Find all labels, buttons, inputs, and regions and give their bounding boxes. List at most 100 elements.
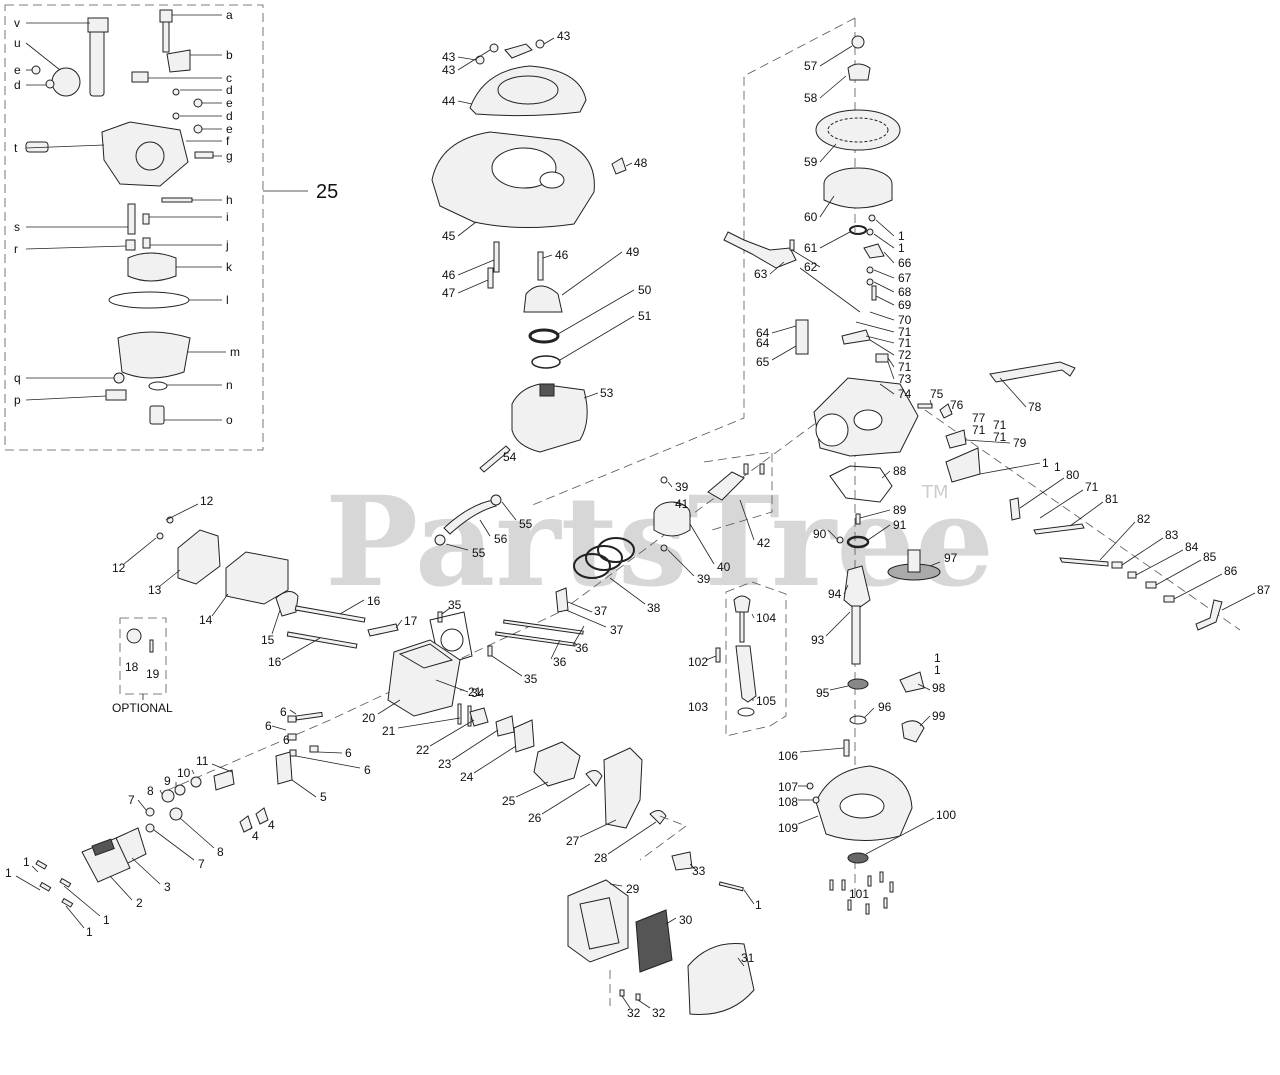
callout-label: e — [14, 63, 21, 77]
carburetor-kit-leaders — [25, 14, 226, 421]
callout-label: 17 — [404, 614, 418, 628]
callout-label: 40 — [717, 560, 731, 574]
callout-label: 19 — [146, 667, 160, 681]
callout-label: l — [226, 293, 229, 307]
crankshaft-group — [806, 465, 941, 915]
callout-label: 66 — [898, 256, 912, 270]
callout-label: 54 — [503, 450, 517, 464]
callout-label: 55 — [472, 546, 486, 560]
assembly-label-25: 25 — [316, 181, 338, 203]
watermark-text: PartsTree — [325, 470, 994, 615]
callout-label: 4 — [252, 829, 259, 843]
callout-label: 47 — [442, 286, 456, 300]
callout-label: i — [226, 210, 229, 224]
callout-label: 6 — [265, 719, 272, 733]
carburetor-kit-parts — [25, 9, 214, 425]
callout-label: 8 — [217, 845, 224, 859]
callout-label: 1 — [5, 866, 12, 880]
callout-label: 43 — [442, 63, 456, 77]
callout-label: 46 — [442, 268, 456, 282]
callout-label: e — [226, 96, 233, 110]
callout-label: 108 — [778, 795, 798, 809]
callout-label: u — [14, 36, 21, 50]
callout-label: 82 — [1137, 512, 1151, 526]
callout-label: 42 — [757, 536, 771, 550]
callout-label: 1 — [23, 855, 30, 869]
callout-label: 14 — [199, 613, 213, 627]
callout-label: 24 — [460, 770, 474, 784]
callout-label: 64 — [756, 326, 770, 340]
callout-label: 83 — [1165, 528, 1179, 542]
callout-label: 57 — [804, 59, 818, 73]
callout-label: 16 — [268, 655, 282, 669]
callout-label: 1 — [1054, 460, 1061, 474]
callout-label: 15 — [261, 633, 275, 647]
callout-label: o — [226, 413, 233, 427]
callout-label: 6 — [364, 763, 371, 777]
callout-label: 75 — [930, 387, 944, 401]
optional-spark-arrestor: OPTIONAL — [112, 617, 173, 715]
callout-label: 1 — [103, 913, 110, 927]
dipstick-group — [705, 581, 787, 737]
callout-label: 37 — [594, 604, 608, 618]
callout-label: 71 — [993, 430, 1007, 444]
callout-label: 107 — [778, 780, 798, 794]
callout-label: p — [14, 393, 21, 407]
callout-label: 91 — [893, 518, 907, 532]
callout-label: 48 — [634, 156, 648, 170]
callout-label: 77 — [972, 411, 986, 425]
callout-label: 2 — [136, 896, 143, 910]
callout-label: 102 — [688, 655, 708, 669]
callout-label: 104 — [756, 611, 776, 625]
callout-label: 34 — [471, 686, 485, 700]
callout-label: 38 — [647, 601, 661, 615]
callout-label: 1 — [755, 898, 762, 912]
callout-label: 33 — [692, 864, 706, 878]
callout-label: 51 — [638, 309, 652, 323]
part-number-labels: abcdedefghijklmnovuedtsrqp43434344454846… — [5, 8, 1271, 1020]
callout-label: 59 — [804, 155, 818, 169]
callout-label: 12 — [112, 561, 126, 575]
blower-housing-group — [431, 39, 627, 473]
callout-label: 85 — [1203, 550, 1217, 564]
callout-label: d — [14, 78, 21, 92]
callout-label: 16 — [367, 594, 381, 608]
assembly-axis-lines — [167, 17, 1241, 900]
callout-label: e — [226, 122, 233, 136]
callout-label: 58 — [804, 91, 818, 105]
callout-label: 7 — [198, 857, 205, 871]
callout-label: q — [14, 371, 21, 385]
valve-train-group — [15, 709, 361, 929]
callout-label: 64 — [756, 336, 770, 350]
callout-label: 60 — [804, 210, 818, 224]
callout-label: 37 — [610, 623, 624, 637]
air-filter-group — [567, 851, 755, 1015]
callout-label: 39 — [697, 572, 711, 586]
callout-label: c — [226, 71, 232, 85]
callout-label: 31 — [741, 951, 755, 965]
callout-label: 11 — [196, 754, 209, 768]
piston-group — [573, 451, 773, 605]
callout-label: m — [230, 345, 240, 359]
callout-label: 23 — [438, 757, 452, 771]
callout-label: 43 — [557, 29, 571, 43]
breather-bolts-group — [434, 494, 607, 677]
callout-label: 69 — [898, 298, 912, 312]
callout-label: 1 — [898, 229, 905, 243]
callout-label: 13 — [148, 583, 162, 597]
callout-label: 32 — [627, 1006, 641, 1020]
callout-label: 109 — [778, 821, 798, 835]
callout-label: 89 — [893, 503, 907, 517]
callout-label: 1 — [1042, 456, 1049, 470]
callout-label: 10 — [177, 766, 191, 780]
callout-label: 63 — [754, 267, 768, 281]
callout-label: 98 — [932, 681, 946, 695]
callout-label: 1 — [934, 663, 941, 677]
callout-label: 25 — [502, 794, 516, 808]
muffler-group — [123, 503, 403, 661]
callout-label: 1 — [86, 925, 93, 939]
callout-label: v — [14, 16, 20, 30]
callout-label: a — [226, 8, 233, 22]
callout-label: 106 — [778, 749, 798, 763]
